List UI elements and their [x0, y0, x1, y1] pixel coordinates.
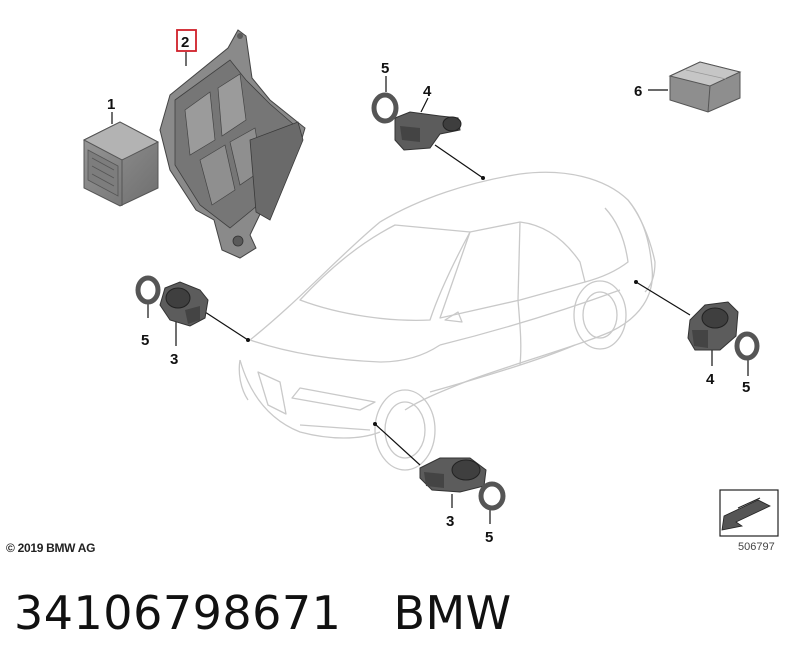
- small-box: [668, 61, 742, 113]
- callout-4-top: 4: [423, 83, 432, 100]
- direction-symbol: [719, 489, 779, 537]
- parts-diagram: 2 1 5 4 6 5 3 4 5 3 5: [82, 29, 779, 546]
- car-outline: [238, 171, 656, 471]
- callout-3-bottom: 3: [446, 513, 454, 530]
- pdc-sensor-left: [159, 281, 209, 327]
- decoupling-ring-right: [734, 331, 760, 361]
- decoupling-ring-bottom: [478, 481, 506, 511]
- callout-4-right: 4: [706, 371, 715, 388]
- callout-6: 6: [634, 83, 642, 100]
- leader-lines: [111, 52, 749, 524]
- decoupling-ring-top: [371, 92, 399, 124]
- pdc-sensor-right: [687, 301, 739, 351]
- control-unit: [82, 121, 160, 207]
- callout-5-bottom: 5: [485, 529, 493, 546]
- callout-5-right: 5: [742, 379, 750, 396]
- callout-2-highlight: [176, 29, 197, 52]
- leader-dots: [246, 176, 638, 426]
- callout-5-top: 5: [381, 60, 389, 77]
- callout-5-left: 5: [141, 332, 149, 349]
- diagram-number: 506797: [738, 541, 775, 553]
- callout-1: 1: [107, 96, 115, 113]
- callout-2: 2: [181, 34, 189, 51]
- decoupling-ring-left: [135, 275, 161, 305]
- callout-3-left: 3: [170, 351, 178, 368]
- pdc-sensor-top: [394, 111, 462, 151]
- part-number: 34106798671: [14, 586, 342, 640]
- bracket: [159, 29, 306, 259]
- copyright-text: © 2019 BMW AG: [6, 541, 96, 555]
- pdc-sensor-bottom: [419, 457, 487, 493]
- brand-name: BMW: [393, 586, 512, 640]
- part-caption: 34106798671 BMW: [14, 586, 512, 640]
